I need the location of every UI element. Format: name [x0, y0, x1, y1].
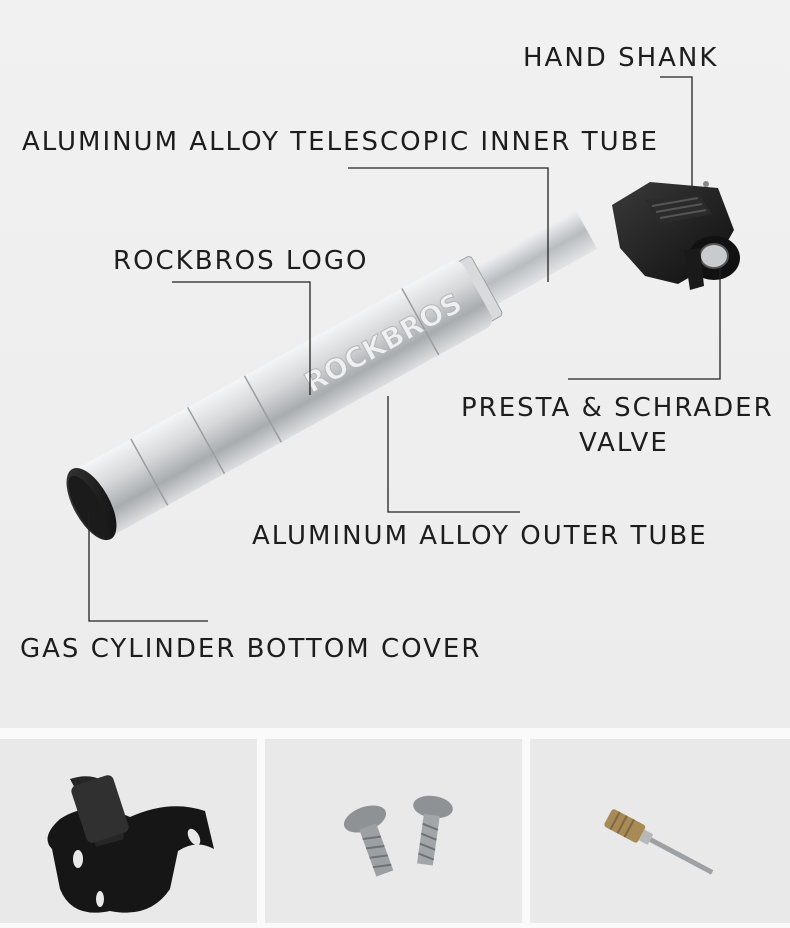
outer-tube [73, 260, 493, 536]
label-bottom-cover: GAS CYLINDER BOTTOM COVER [20, 634, 482, 664]
label-inner-tube: ALUMINUM ALLOY TELESCOPIC INNER TUBE [22, 127, 659, 157]
accessory-tile-screws [265, 739, 522, 923]
product-diagram: ROCKBROS HAND SHANK AL [0, 0, 790, 728]
leader-lines [88, 76, 721, 622]
accessory-tile-needle [530, 739, 790, 923]
pump-illustration: ROCKBROS [66, 76, 740, 622]
accessory-tile-bracket [0, 739, 257, 923]
inner-tube [470, 210, 598, 308]
label-outer-tube: ALUMINUM ALLOY OUTER TUBE [252, 521, 708, 551]
pump-head [612, 181, 740, 290]
label-valve-line1: PRESTA & SCHRADER [461, 393, 774, 423]
label-hand-shank: HAND SHANK [523, 43, 719, 73]
label-rockbros-logo: ROCKBROS LOGO [113, 246, 369, 276]
label-valve-line2: VALVE [579, 428, 669, 458]
mount-bracket-image [47, 775, 214, 913]
inflation-needle-image [604, 809, 714, 875]
screws-image [343, 795, 453, 877]
